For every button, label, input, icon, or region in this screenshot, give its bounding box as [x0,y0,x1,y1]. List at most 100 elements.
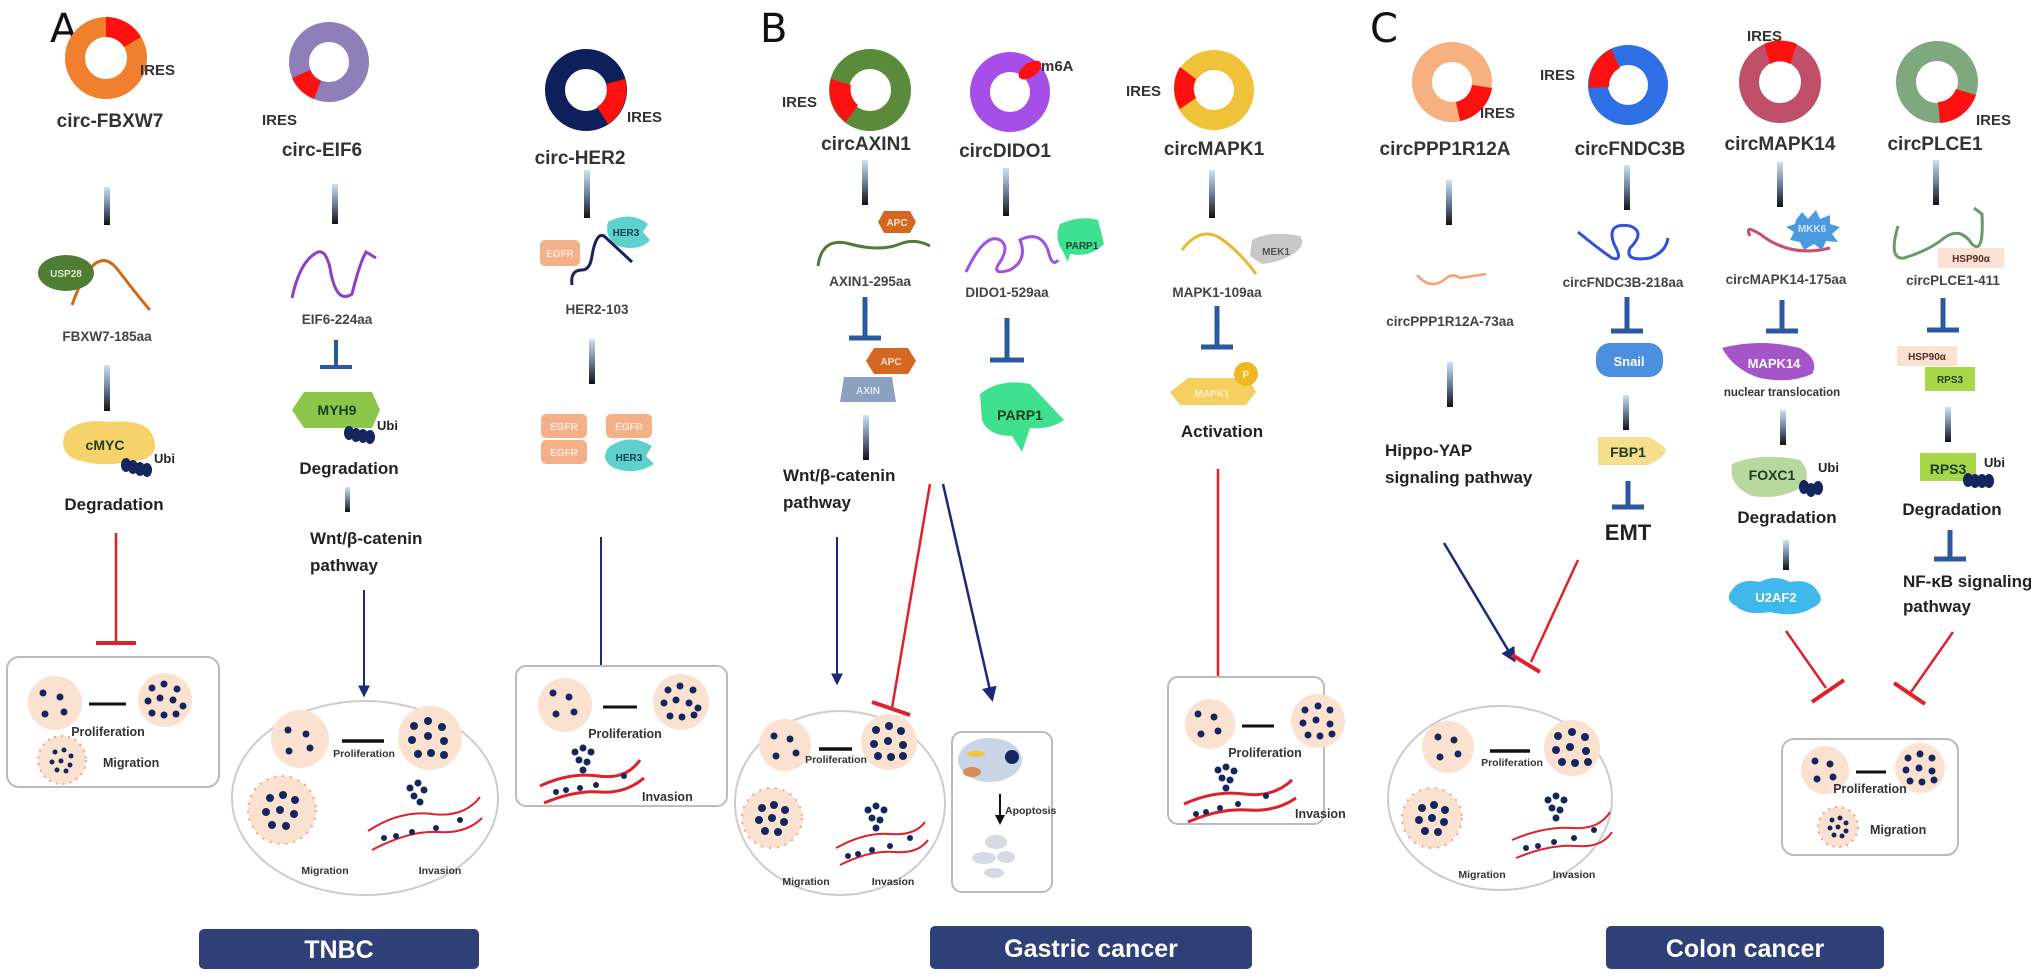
cmyc-label: cMYC [86,437,125,453]
phenotype-circle-colon-left: Proliferation Migration Invasion [1387,705,1613,891]
translation-arrow-icon [345,487,350,512]
peptide-chain-icon [290,249,377,299]
activate-arrow-icon [1442,542,1516,663]
hsp90a-rps3-complex-icon: HSP90α RPS3 [1897,346,1975,391]
circ-name-eif6: circ-EIF6 [282,140,362,161]
fbp1-protein-icon: FBP1 [1598,437,1666,465]
u2af2-protein-icon: U2AF2 [1728,578,1821,615]
peptide-chain-icon [1577,223,1670,261]
inhibit-arrow-icon [1784,630,1846,704]
activate-arrow-icon [941,483,997,702]
apc-label: APC [880,357,901,368]
cancer-type-label: Gastric cancer [1004,935,1178,963]
inhibit-arrow-icon [1766,300,1798,334]
proliferation-label: Proliferation [1228,746,1302,760]
pathway-circplce1: IRES circPLCE1 HSP90α circPLCE1-411 HSP9… [1781,41,2031,856]
vessel-icon [1183,778,1297,824]
ubi-label: Ubi [1818,460,1839,475]
parp1-label: PARP1 [1066,241,1099,252]
translation-arrow-icon [332,184,338,224]
ubi-label: Ubi [377,418,398,433]
axin-label: AXIN [856,386,880,397]
pathway-circdido1: m6A circDIDO1 PARP1 DIDO1-529aa PARP1 [871,52,1104,893]
inhibit-arrow-icon [1198,469,1238,695]
apoptosis-label: Apoptosis [1005,805,1056,817]
downstream-axin1-line1: Wnt/β-catenin [783,466,895,485]
translation-arrow-icon [1446,180,1452,225]
phenotype-box-mapk1: Proliferation Invasion [1167,676,1346,825]
ires-label: IRES [1126,83,1161,100]
proliferation-label: Proliferation [71,725,145,739]
fbp1-label: FBP1 [1610,444,1646,460]
pathway-circ-her2: IRES circ-HER2 EGFR HER3 HER2-103 EGFR E… [515,49,728,807]
foxc1-protein-icon: FOXC1 Ubi [1731,456,1839,497]
egfr-label: EGFR [550,448,579,459]
ires-label: IRES [782,94,817,111]
outcome-plce1: Degradation [1902,500,2001,519]
egfr-label: EGFR [546,249,575,260]
phenotype-box-colon-right: Proliferation Migration [1781,738,1959,856]
panel-a: A IRES circ-FBXW7 USP28 FBXW7-185aa cMYC… [6,6,728,969]
translation-arrow-icon [1623,395,1629,430]
pathway-circ-fbxw7: IRES circ-FBXW7 USP28 FBXW7-185aa cMYC U… [6,17,220,788]
circrna-ring-dido1 [970,52,1050,132]
downstream-ppp1r12a-line2: signaling pathway [1385,468,1533,487]
downstream-eif6-line1: Wnt/β-catenin [310,529,422,548]
proliferation-icon [28,673,192,730]
circrna-ring-fndc3b [1588,45,1668,125]
outcome-eif6: Degradation [299,459,398,478]
translation-arrow-icon [862,160,868,205]
downstream-axin1-line2: pathway [783,493,852,512]
panel-letter-b: B [760,6,787,52]
peptide-mapk14: circMAPK14-175aa [1726,272,1847,287]
ires-label: IRES [1540,67,1575,84]
peptide-dido1: DIDO1-529aa [965,285,1049,300]
vessel-icon [539,759,645,805]
egfr-label: EGFR [615,422,644,433]
downstream-plce1-line1: NF-κB signaling [1903,572,2031,591]
outcome-mapk14: Degradation [1737,508,1836,527]
mapk1-label: MAPK1 [1194,389,1229,400]
peptide-mapk1: MAPK1-109aa [1172,285,1262,300]
circrna-ring-fbxw7 [65,17,147,99]
cancer-type-label: TNBC [304,936,373,964]
snail-label: Snail [1613,354,1644,369]
proliferation-label: Proliferation [588,727,662,741]
downstream-eif6-line2: pathway [310,556,379,575]
vessel-icon [835,821,929,866]
myh9-protein-icon: MYH9 Ubi [292,392,398,444]
inhibit-arrow-icon [1892,631,1955,706]
inhibit-arrow-icon [871,483,932,717]
downstream-plce1-line2: pathway [1903,597,1972,616]
phenotype-box-her2: Proliferation Invasion [515,665,728,807]
pathway-circfndc3b: IRES circFNDC3B circFNDC3B-218aa Snail F… [1387,45,1685,891]
peptide-eif6: EIF6-224aa [302,312,373,327]
parp1-protein-icon: PARP1 [980,382,1064,452]
phenotype-box-apoptosis: Apoptosis [951,731,1056,893]
inhibit-arrow-icon [1611,297,1643,334]
panel-c: C IRES circPPP1R12A circPPP1R12A-73aa Hi… [1370,6,2031,969]
usp28-binding-icon: USP28 [38,255,152,312]
translation-arrow-icon [589,339,595,384]
translation-arrow-icon [1933,160,1939,205]
translation-arrow-icon [1945,407,1951,442]
hsp90a-label: HSP90α [1952,254,1991,265]
hsp90a-label: HSP90α [1908,352,1947,363]
phospho-label: P [1243,370,1250,381]
mapk14-protein-icon: MAPK14 [1722,343,1815,381]
proliferation-label: Proliferation [805,754,867,766]
pathway-circ-eif6: IRES circ-EIF6 EIF6-224aa MYH9 Ubi Degra… [231,22,499,896]
panel-letter-c: C [1370,6,1398,52]
pathway-circmapk1: IRES circMAPK1 MEK1 MAPK1-109aa MAPK1 P … [1126,50,1346,825]
pathway-circmapk14: IRES circMAPK14 MKK6 circMAPK14-175aa MA… [1722,28,1847,704]
outcome-fndc3b: EMT [1605,520,1652,545]
snail-protein-icon: Snail [1596,343,1663,377]
invasion-label: Invasion [1295,807,1346,821]
migration-label: Migration [782,876,829,888]
peptide-her2: HER2-103 [565,302,629,317]
translation-arrow-icon [1003,168,1009,216]
m6a-label: m6A [1041,58,1074,75]
translation-arrow-icon [104,187,110,225]
translation-arrow-icon [1783,540,1789,570]
proliferation-label: Proliferation [1481,757,1543,769]
